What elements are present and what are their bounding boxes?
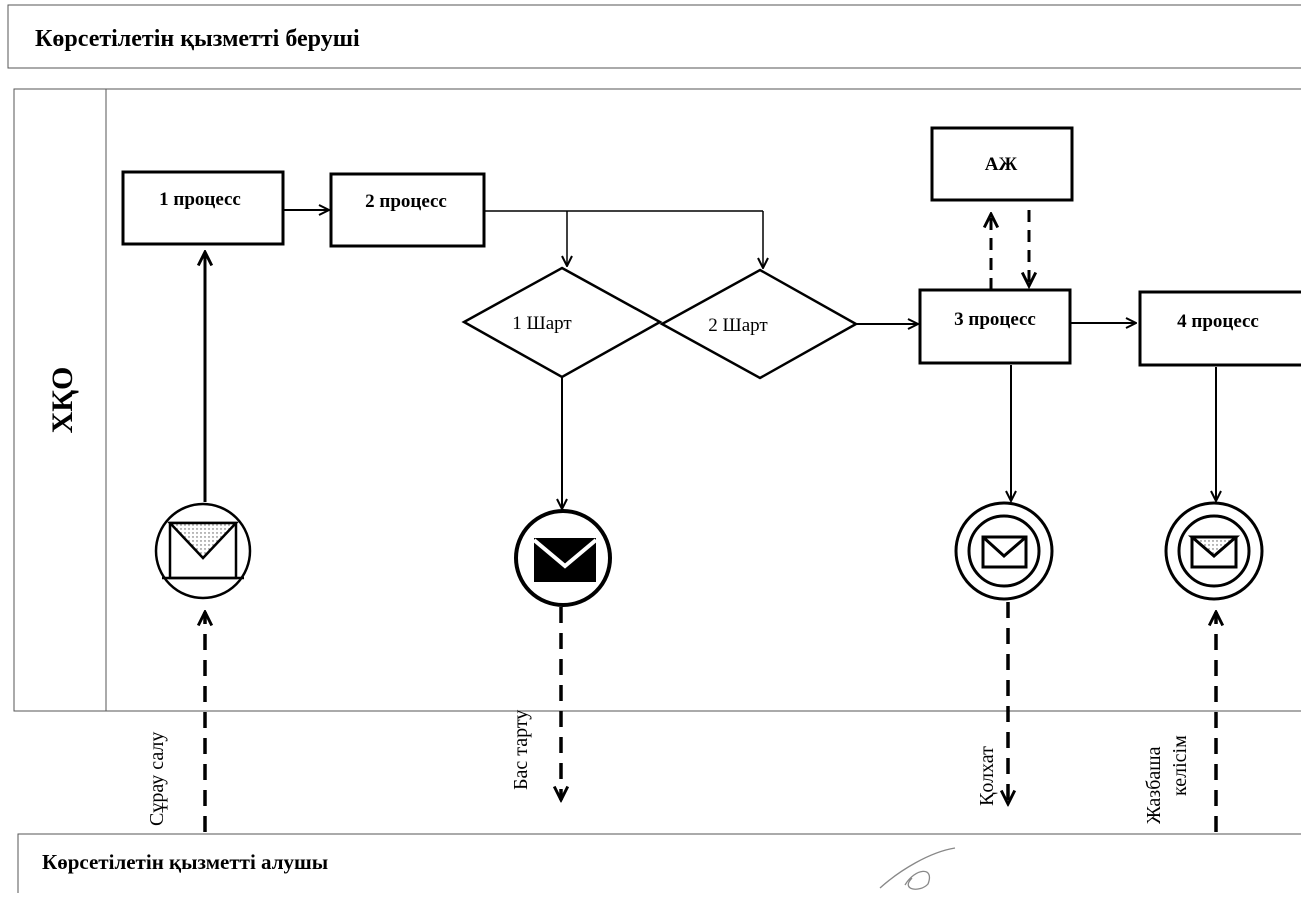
process-4-label: 4 процесс	[1177, 311, 1259, 332]
condition-2-label: 2 Шарт	[708, 315, 768, 336]
process-1-box: 1 процесс	[121, 170, 285, 246]
consent-label-line2: келісім	[1169, 735, 1191, 796]
branch-p2-conditions	[484, 210, 763, 268]
condition-2-gateway: 2 Шарт	[659, 268, 859, 380]
provider-header: Көрсетілетін қызметті беруші	[7, 4, 1301, 69]
envelope-icon	[981, 535, 1028, 569]
system-label: АЖ	[985, 154, 1018, 175]
envelope-icon	[162, 521, 244, 580]
provider-title: Көрсетілетін қызметті беруші	[35, 26, 360, 52]
consent-message-event	[1164, 501, 1264, 601]
receipt-message-event	[954, 501, 1054, 601]
refusal-label: Бас тарту	[510, 710, 532, 790]
start-message-event	[154, 502, 252, 600]
recipient-title: Көрсетілетін қызметті алушы	[42, 850, 328, 874]
envelope-filled-icon	[532, 538, 598, 582]
process-3-box: 3 процесс	[918, 288, 1072, 365]
system-data-exchange	[991, 210, 1029, 290]
process-1-label: 1 процесс	[159, 189, 241, 210]
consent-label-line1: Жазбаша	[1143, 746, 1165, 824]
lane-label: ХҚО	[46, 367, 79, 434]
system-box-azh: АЖ	[930, 126, 1074, 202]
envelope-icon	[1187, 535, 1241, 569]
receipt-label: Қолхат	[976, 746, 998, 806]
signature-scribble	[879, 847, 956, 890]
condition-1-label: 1 Шарт	[512, 313, 572, 334]
message-flows	[205, 602, 1216, 832]
process-2-label: 2 процесс	[365, 191, 447, 212]
process-2-box: 2 процесс	[329, 172, 486, 248]
recipient-footer: Көрсетілетін қызметті алушы	[17, 833, 1301, 898]
refusal-end-event	[514, 509, 612, 607]
process-4-box: 4 процесс	[1138, 290, 1301, 367]
request-label: Сұрау салу	[146, 732, 168, 826]
process-3-label: 3 процесс	[954, 309, 1036, 330]
